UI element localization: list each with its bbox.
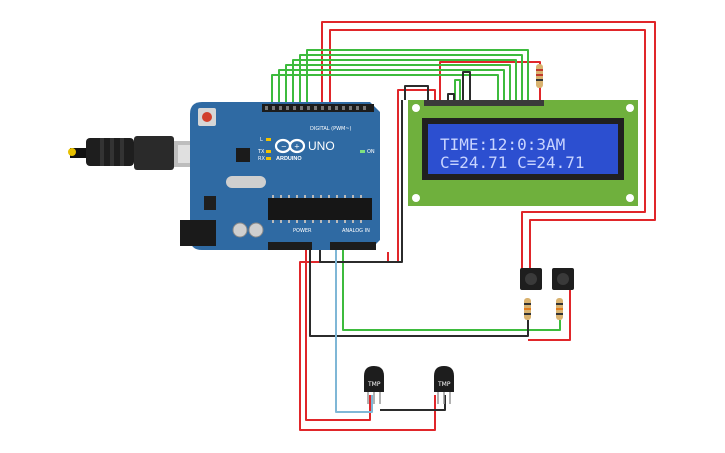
wire-green-4[interactable] (292, 59, 517, 108)
wire-green-5[interactable] (299, 54, 523, 108)
power-jack[interactable] (180, 220, 216, 246)
wire-red-buttons[interactable] (387, 252, 571, 341)
led-rx-label: RX (258, 156, 265, 162)
wire-green-3[interactable] (285, 64, 511, 108)
lcd-screen (428, 124, 618, 174)
led-l (266, 138, 271, 141)
wire-green-1[interactable] (271, 74, 499, 108)
wire-green-analog[interactable] (342, 250, 561, 331)
led-on (360, 150, 365, 153)
led-tx (266, 150, 271, 153)
led-l-label: L (260, 137, 263, 143)
lcd-line-1: TIME:12:0:3AM (440, 135, 565, 154)
wire-green-2[interactable] (278, 69, 505, 108)
led-tx-label: TX (257, 149, 265, 155)
lcd-line-2: C=24.71 C=24.71 (440, 153, 585, 172)
wire-black-6[interactable] (462, 71, 471, 100)
wire-red-top-outer[interactable] (321, 21, 656, 270)
usb-cable (68, 136, 208, 170)
push-button-1[interactable] (520, 268, 542, 290)
wire-red-top-inner[interactable] (329, 29, 646, 278)
temp-sensor-1-label: TMP (367, 381, 381, 388)
atmega-chip (268, 198, 372, 220)
board-model: UNO (308, 139, 335, 153)
push-button-2[interactable] (552, 268, 574, 290)
wire-green-6[interactable] (306, 49, 529, 108)
svg-text:+: + (294, 143, 300, 151)
wire-black-5[interactable] (380, 395, 446, 411)
resistor-lcd[interactable] (536, 64, 543, 88)
wire-red-gnd-b[interactable] (305, 248, 371, 421)
wire-black-2[interactable] (309, 250, 529, 337)
wires (271, 21, 656, 431)
led-rx (266, 157, 271, 160)
resistor-button-1[interactable] (524, 298, 531, 320)
resistor-button-2[interactable] (556, 298, 563, 320)
wire-blue-sensor[interactable] (335, 250, 373, 413)
board-brand: ARDUINO (276, 156, 302, 162)
arduino-board[interactable]: DIGITAL (PWM~) − + UNO ARDUINO L TX RX O… (180, 102, 380, 250)
wire-black-4[interactable] (319, 100, 403, 263)
lcd-module[interactable]: TIME:12:0:3AM C=24.71 C=24.71 (408, 100, 638, 206)
arduino-logo (274, 138, 306, 154)
svg-text:−: − (281, 143, 287, 151)
temp-sensor-2-label: TMP (437, 381, 451, 388)
reset-button[interactable] (202, 112, 212, 122)
wire-green-lcd-pot[interactable] (454, 79, 461, 100)
digital-label: DIGITAL (PWM~) (310, 126, 352, 132)
led-on-label: ON (367, 149, 375, 155)
wire-black-3[interactable] (447, 93, 455, 100)
temp-sensor-1[interactable]: TMP (364, 366, 384, 404)
temp-sensor-2[interactable]: TMP (434, 366, 454, 404)
analog-label: ANALOG IN (342, 228, 370, 234)
power-label: POWER (293, 228, 312, 234)
wire-black-1[interactable] (404, 85, 429, 100)
